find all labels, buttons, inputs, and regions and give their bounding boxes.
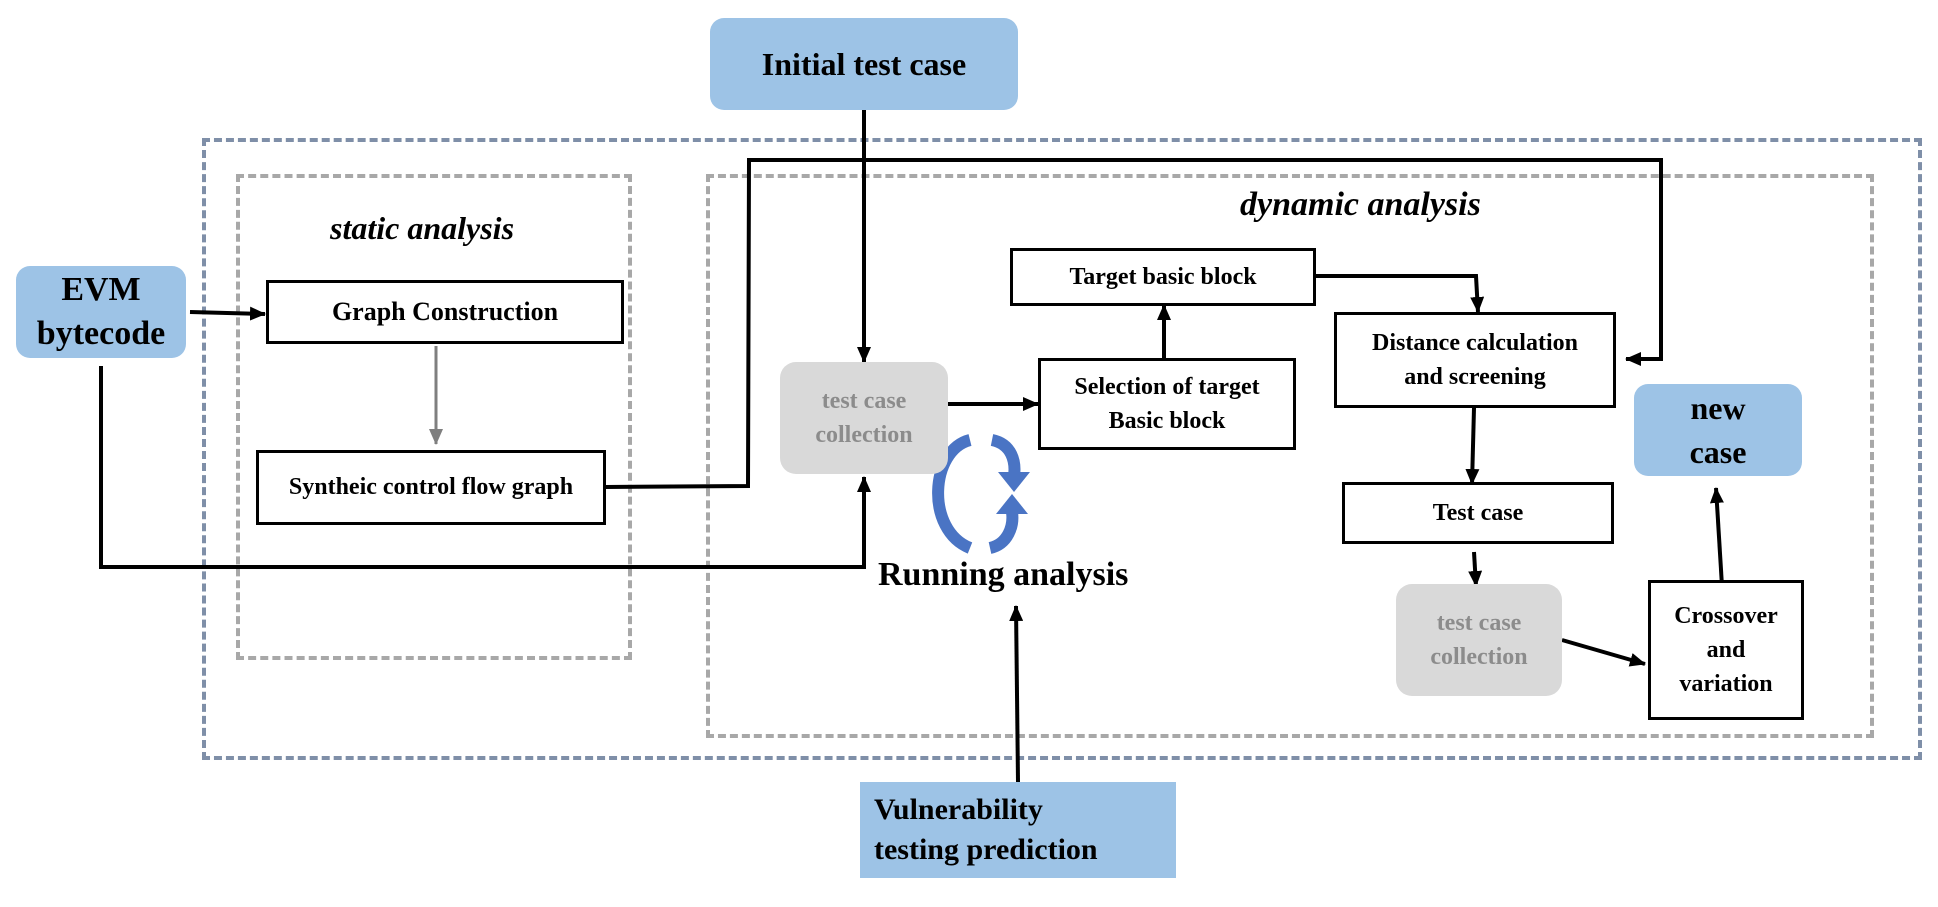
evm-label-line2: bytecode [36,315,166,352]
arrow-evm-to-graph [189,306,266,321]
vulnerability-line1: Vulnerability [874,793,1043,826]
synthetic-cfg-label: Syntheic control flow graph [288,474,574,500]
selection-line2: Basic block [1108,408,1226,434]
evm-bytecode-node: EVM bytecode [16,266,186,358]
running-analysis-label: Running analysis [878,556,1129,593]
collection-2-line2: collection [1430,644,1528,670]
outer-system-boundary [202,138,1922,760]
collection-1-line1: test case [821,388,907,414]
dynamic-analysis-title: dynamic analysis [1240,186,1481,223]
selection-line1: Selection of target [1074,374,1260,400]
static-analysis-title: static analysis [330,210,515,246]
arrow-collection2-to-crossover [1561,638,1646,667]
new-case-line2: case [1689,434,1747,470]
collection-1-line2: collection [815,422,913,448]
distance-calculation-node: Distance calculation and screening [1334,312,1616,408]
graph-construction-node: Graph Construction [266,280,624,344]
arrow-evm-to-collection [99,366,871,569]
target-basic-block-label: Target basic block [1069,263,1257,290]
crossover-line1: Crossover [1674,603,1778,629]
crossover-variation-node: Crossover and variation [1648,580,1804,720]
test-case-label: Test case [1432,499,1524,526]
new-case-line1: new [1690,390,1746,426]
graph-construction-label: Graph Construction [331,297,559,326]
arrow-crossover-to-newcase [1709,487,1724,587]
initial-test-case-label: Initial test case [761,45,967,82]
arrow-distance-to-testcase [1465,407,1480,485]
test-case-collection-2: test case collection [1396,584,1562,696]
test-case-node: Test case [1342,482,1614,544]
test-case-collection-1: test case collection [780,362,948,474]
synthetic-cfg-node: Syntheic control flow graph [256,450,606,525]
evm-label-line1: EVM [61,271,141,308]
cycle-arrows-icon [932,434,1030,554]
crossover-line3: variation [1679,671,1773,697]
distance-line1: Distance calculation [1372,330,1578,356]
distance-line2: and screening [1404,364,1546,390]
arrow-cfg-to-distance [604,158,1663,489]
vulnerability-prediction-node: Vulnerability testing prediction [860,782,1176,878]
dynamic-analysis-region [706,174,1874,738]
crossover-line2: and [1706,637,1746,663]
arrow-target-to-distance [1316,274,1485,313]
arrow-testcase-to-collection2 [1468,551,1483,587]
static-analysis-region [236,174,632,660]
collection-2-line1: test case [1436,610,1522,636]
new-case-node: new case [1634,384,1802,476]
initial-test-case-node: Initial test case [710,18,1018,110]
vulnerability-line2: testing prediction [874,833,1098,866]
selection-target-node: Selection of target Basic block [1038,358,1296,450]
target-basic-block-node: Target basic block [1010,248,1316,306]
arrow-vulnerability-to-running [1009,605,1024,783]
